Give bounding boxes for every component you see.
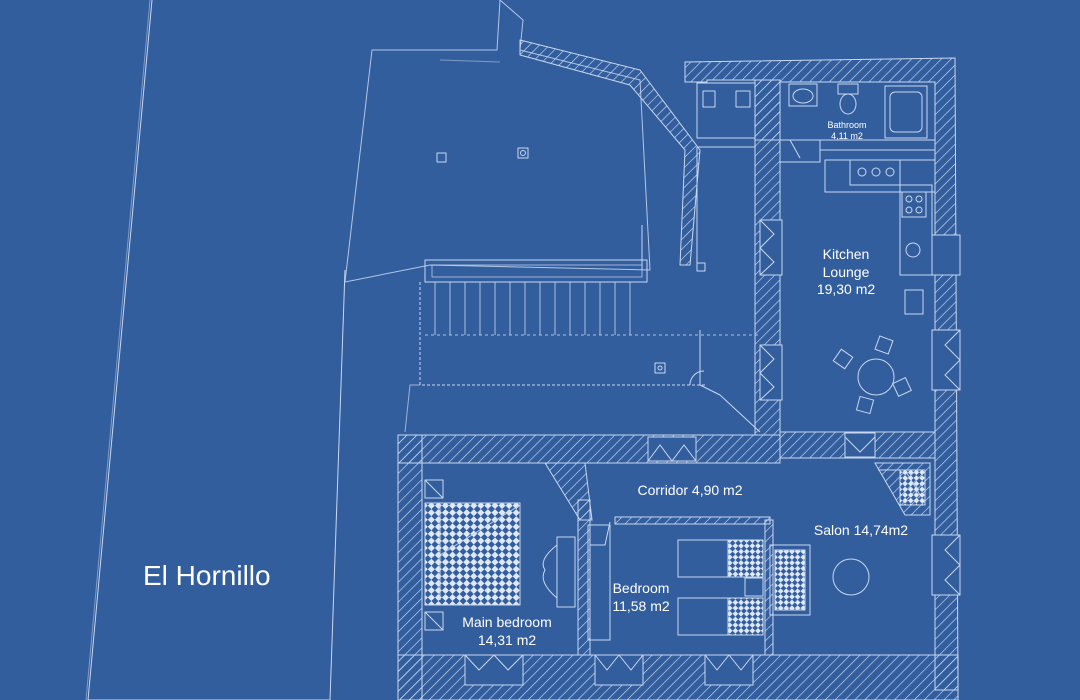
- stairs: [424, 259, 648, 283]
- bathroom-fixtures: [780, 83, 935, 141]
- window: [844, 432, 876, 458]
- window: [931, 234, 961, 276]
- kitchen-fixtures: [819, 149, 936, 415]
- terrace-marker: [517, 147, 529, 159]
- terrace-marker: [436, 152, 447, 163]
- room-label-salon: Salon 14,74m2: [813, 522, 909, 538]
- room-name: Bedroom: [612, 580, 670, 596]
- room-name: Bathroom: [827, 120, 867, 130]
- window: [931, 534, 961, 596]
- room-label-corridor: Corridor 4,90 m2: [637, 482, 743, 498]
- door: [779, 139, 821, 163]
- room-label-kitchen: Kitchen Lounge 19,30 m2: [800, 246, 892, 299]
- room-area: 19,30 m2: [816, 281, 876, 297]
- window: [704, 654, 754, 686]
- room-label-main-bedroom: Main bedroom 14,31 m2: [452, 614, 562, 649]
- site-name: El Hornillo: [143, 560, 271, 591]
- window: [647, 436, 697, 462]
- dining-table: [857, 358, 895, 396]
- room-label-bedroom: Bedroom 11,58 m2: [604, 580, 678, 615]
- window: [594, 654, 644, 686]
- terrace: [344, 0, 651, 283]
- window: [759, 344, 783, 401]
- salon-fixtures: [769, 462, 931, 616]
- room-area: 11,58 m2: [612, 597, 670, 614]
- site-boundary: [87, 0, 346, 700]
- room-name: Lounge: [822, 263, 870, 280]
- window: [464, 654, 524, 686]
- site-boundary-inner: [85, 0, 151, 700]
- room-label-bathroom: Bathroom 4,11 m2: [815, 120, 879, 142]
- room-name: Main bedroom: [462, 614, 552, 630]
- room-area: 4,11 m2: [831, 130, 863, 141]
- window: [759, 219, 783, 276]
- bedroom-fixtures: [587, 521, 764, 641]
- window: [931, 329, 961, 391]
- main-bedroom-fixtures: [424, 479, 576, 631]
- room-area: 14,31 m2: [477, 631, 537, 648]
- room-name: Kitchen: [822, 246, 870, 262]
- stair-treads: [425, 282, 760, 336]
